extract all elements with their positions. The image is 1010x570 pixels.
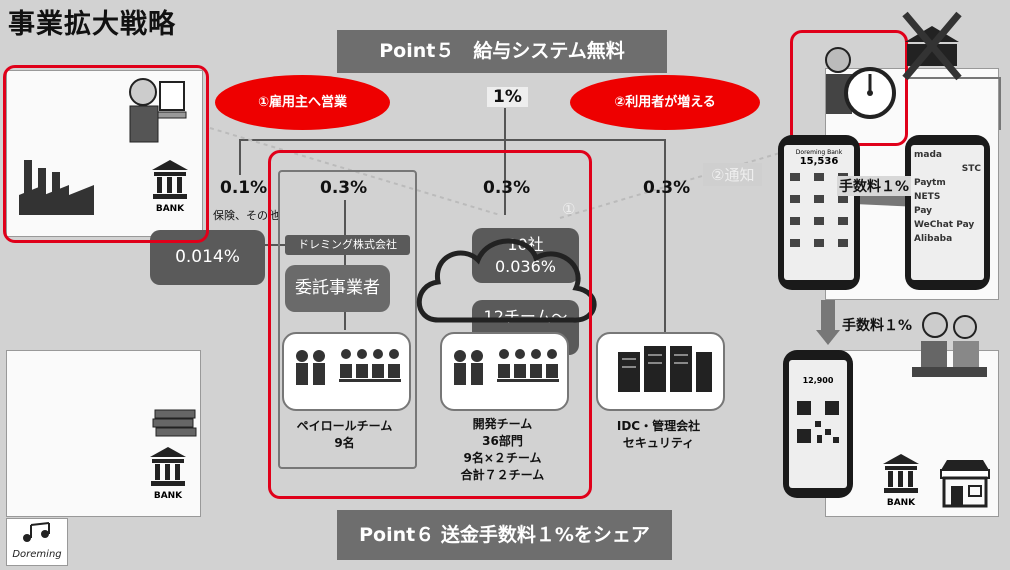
wallet-brand: STC [961,164,981,174]
phone-screen: Doreming Bank 15,536 [784,145,854,280]
payroll-team-card [282,332,411,411]
percent-dev: 0.3% [483,178,531,198]
music-note-icon [23,522,50,542]
percent-payroll: 0.3% [320,178,368,198]
idc-name: IDC・管理会社 [616,419,701,433]
contractor-box: 委託事業者 [285,265,390,312]
payroll-team-count: 9名 [334,436,355,450]
clock-person-icon [825,47,896,119]
point6-banner: Point６ 送金手数料１%をシェア [337,510,672,560]
bank-icon [150,447,186,486]
logo-text: Doreming [12,549,62,560]
cloud-icon [416,238,597,323]
bank-crossed-icon [902,11,962,81]
page-title: 事業拡大戦略 [8,9,176,40]
phone-company: Doreming Bank [795,149,843,156]
bank-label: BANK [153,491,183,501]
left-bank: BANK [143,445,193,501]
crossed-bank [897,8,967,83]
doreming-company-box: ドレミング株式会社 [285,235,410,255]
phone-balance: 15,536 [799,156,839,167]
employer-bank: BANK [145,158,195,214]
dev-team-total: 合計７２チーム [460,468,545,482]
shopkeeper-icon [912,312,987,377]
dev-team-card [440,332,569,411]
faint-label-1: ① [562,200,576,218]
phone-wallets-right: mada STC Paytm NETS Pay WeChat Pay Aliba… [905,135,990,290]
businessman-icon [129,78,187,143]
phone-app-left: Doreming Bank 15,536 [778,135,860,290]
fee-label-bottom: 手数料１% [842,318,913,334]
dev-team-depts: 36部門 [482,434,523,448]
dev-rate: 0.036% [494,257,556,276]
payroll-column-frame [278,170,417,469]
phone-screen: 12,900 [789,360,847,488]
app-grid-icon [790,173,848,247]
payroll-team-name: ペイロールチーム [296,419,393,433]
phone-qr: 12,900 [783,350,853,498]
percent-0-1: 0.1% [220,178,268,198]
point5-banner: Point５ 給与システム無料 [337,30,667,73]
server-rack-icon [618,346,712,392]
top-percent: 1% [487,87,528,107]
wallet-brand: Pay [914,206,933,216]
fee-label-top: 手数料１% [837,176,912,196]
idc-sub: セキュリティ [622,436,695,450]
wallet-brand: WeChat Pay [914,220,975,230]
bank-label: BANK [886,498,916,508]
fee-box-left: 0.014% [150,230,265,285]
percent-idc: 0.3% [643,178,691,198]
factory-icon [19,160,94,215]
insurance-label: 保険、その他 [213,209,279,222]
dev-team-name: 開発チーム [472,417,533,431]
wallet-brand: NETS [914,192,941,202]
employer-sales-bubble: ①雇用主へ営業 [215,75,390,130]
faint-label-2: ②通知 [703,163,763,186]
wallet-brand: mada [914,150,942,160]
dev-team-members: 9名×２チーム [463,451,542,465]
wallet-brand: Alibaba [914,234,953,244]
users-increase-bubble: ②利用者が増える [570,75,760,130]
money-stack-icon [152,409,197,437]
idc-card [596,332,725,411]
bank-icon [883,454,919,493]
qr-code-icon [797,401,839,443]
employer-highlight [3,65,209,243]
merchant-bank: BANK [876,452,926,508]
idc-label: IDC・管理会社 セキュリティ [596,418,721,452]
bank-label: BANK [155,204,185,214]
team-people-icon [454,349,559,385]
doreming-logo: Doreming [6,518,68,566]
team-people-icon [296,349,401,385]
bank-icon [152,160,188,199]
teams-highlight [268,150,592,499]
store-icon [940,460,990,508]
payroll-team-label: ペイロールチーム 9名 [282,418,407,452]
phone-balance: 12,900 [802,376,834,385]
dev-team-label: 開発チーム 36部門 9名×２チーム 合計７２チーム [440,416,565,484]
wallet-brand-list: mada STC Paytm NETS Pay WeChat Pay Aliba… [911,145,984,280]
wallet-brand: Paytm [914,178,946,188]
